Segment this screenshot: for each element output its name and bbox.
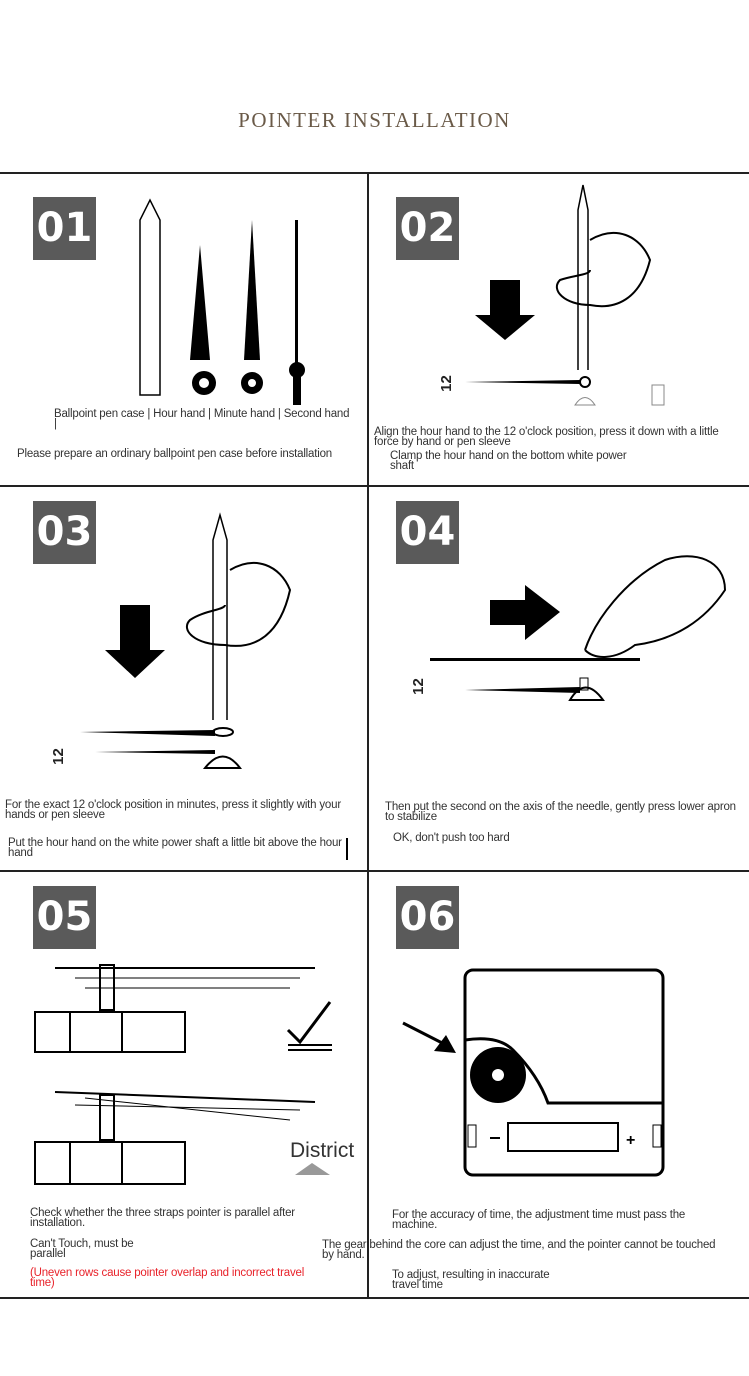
watermark-text: District [290,1139,355,1162]
text-cursor-mark [346,838,348,860]
step-04-caption: Then put the second on the axis of the n… [385,801,736,823]
step-06-caption: For the accuracy of time, the adjustment… [392,1209,686,1231]
twelve-label: 12 [49,748,67,765]
press-hour-hand-illustration [465,184,665,406]
step-03-note: Put the hour hand on the white power sha… [8,837,342,859]
step-02-caption: Align the hour hand to the 12 o'clock po… [374,426,719,448]
step-06-note: The gear behind the core can adjust the … [322,1239,716,1261]
twelve-label: 12 [409,678,427,695]
step-03-caption: For the exact 12 o'clock position in min… [5,799,341,821]
page-title: POINTER INSTALLATION [238,108,511,132]
column-divider [367,173,369,1299]
step-04-badge: 04 [396,501,459,564]
divider [0,870,749,872]
step-02-badge: 02 [396,197,459,260]
parallel-hands-illustration [34,964,332,1185]
step-01-note: Please prepare an ordinary ballpoint pen… [17,448,332,460]
divider [0,1297,749,1299]
divider [0,172,749,174]
step-05-badge: 05 [33,886,96,949]
step-05-caption: Check whether the three straps pointer i… [30,1207,295,1229]
divider [0,485,749,487]
step-06-warning: To adjust, resulting in inaccurate trave… [392,1269,550,1291]
step-05-warning: (Uneven rows cause pointer overlap and i… [30,1267,305,1289]
press-minute-hand-illustration [80,512,292,769]
pen-and-hands-illustration [139,198,305,405]
clock-movement-gear-illustration: + [402,968,665,1177]
step-05-note: Can't Touch, must be parallel [30,1238,134,1260]
step-01-caption: Ballpoint pen case | Hour hand | Minute … [54,408,350,430]
twelve-label: 12 [437,375,455,392]
step-02-note: Clamp the hour hand on the bottom white … [390,450,627,472]
step-06-badge: 06 [396,886,459,949]
press-second-hand-illustration [430,555,727,701]
step-03-badge: 03 [33,501,96,564]
step-01-badge: 01 [33,197,96,260]
svg-text:+: + [626,1132,635,1149]
step-04-note: OK, don't push too hard [393,832,510,844]
